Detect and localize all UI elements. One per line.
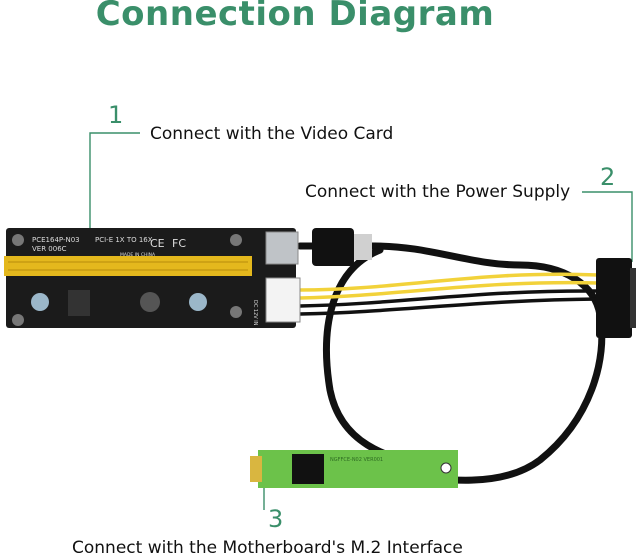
- callout-2-leader: [582, 191, 633, 262]
- m2-model-text: NGFFCE-N02 VER001: [330, 457, 383, 463]
- mount-hole: [12, 314, 24, 326]
- callout-3-label: Connect with the Motherboard's M.2 Inter…: [72, 538, 463, 558]
- sata-power-connector: [596, 258, 636, 338]
- mount-hole: [230, 306, 242, 318]
- callout-3-number: 3: [268, 505, 284, 533]
- callout-1-label: Connect with the Video Card: [150, 124, 394, 144]
- board-model-text: PCE164P-N03: [32, 236, 80, 244]
- callout-1-number: 1: [108, 101, 124, 129]
- power-connector: [265, 277, 301, 323]
- fc-mark: FC: [172, 237, 186, 250]
- board-version-text: VER 006C: [32, 245, 67, 253]
- mount-hole: [12, 234, 24, 246]
- power-wires: [299, 272, 599, 316]
- m2-gold-fingers: [250, 456, 262, 482]
- callout-2-label: Connect with the Power Supply: [305, 182, 571, 202]
- board-spec-text: PCI-E 1X TO 16X: [95, 236, 153, 244]
- origin-text: MADE IN CHINA: [120, 252, 156, 258]
- diagram-title: Connection Diagram: [95, 0, 495, 34]
- callout-1-leader: [89, 132, 140, 262]
- ce-mark: CE: [150, 237, 165, 250]
- usb-socket: [292, 454, 324, 484]
- power-marking-text: DC 12V IN: [252, 300, 258, 326]
- usb-plug: [312, 228, 372, 266]
- m2-adapter: NGFFCE-N02 VER001: [250, 450, 458, 488]
- usb-port: [265, 231, 299, 265]
- capacitor: [31, 293, 49, 311]
- callout-2-number: 2: [600, 163, 616, 191]
- pcie-x16-slot: [4, 256, 252, 276]
- mount-hole: [230, 234, 242, 246]
- capacitor: [189, 293, 207, 311]
- regulator-chip: [68, 290, 90, 316]
- riser-board: PCE164P-N03 VER 006C PCI-E 1X TO 16X CE …: [4, 228, 301, 328]
- inductor: [140, 292, 160, 312]
